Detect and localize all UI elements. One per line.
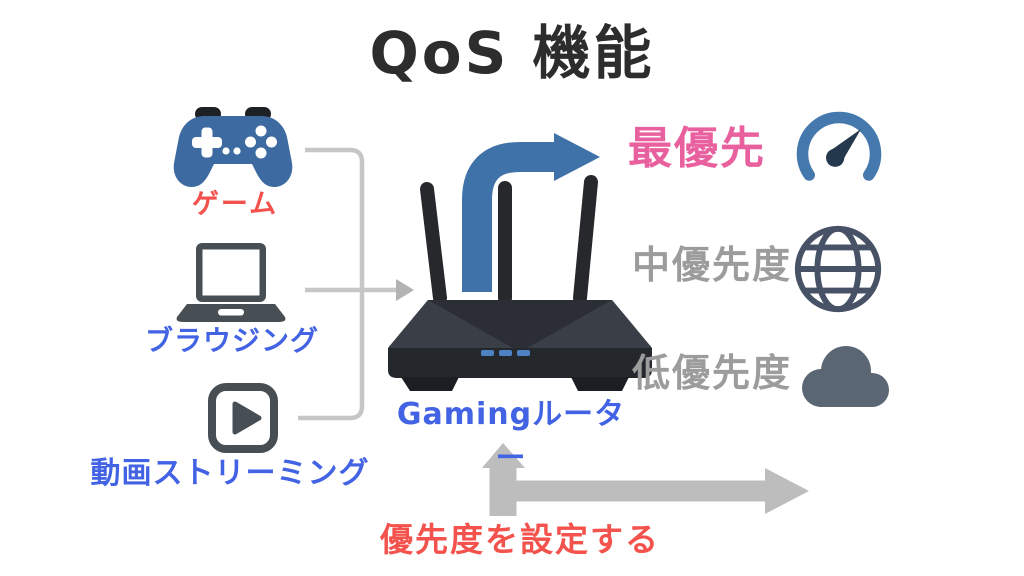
router-label: Gamingルーター: [396, 397, 626, 476]
priority-label-low: 低優先度: [632, 351, 793, 395]
router-led-lights: [481, 350, 530, 356]
gamepad-icon: [173, 104, 293, 196]
axis-up-arrowhead-icon: [482, 443, 525, 468]
source-label-streaming: 動画ストリーミング: [90, 456, 370, 491]
connector-lines: [298, 147, 414, 421]
footer-label: 優先度を設定する: [380, 520, 660, 559]
source-label-browsing: ブラウジング: [144, 324, 319, 357]
priority-label-top: 最優先: [628, 123, 766, 174]
curved-arrow-up-right-icon: [462, 133, 600, 292]
priority-axis-arrows: [482, 443, 809, 516]
cloud-icon: [795, 338, 895, 412]
source-label-game: ゲーム: [191, 189, 279, 220]
page-title: QoS 機能: [369, 19, 655, 87]
video-player-icon: [208, 383, 278, 453]
globe-icon: [789, 220, 887, 318]
laptop-icon: [175, 243, 287, 325]
axis-right-arrowhead-icon: [765, 468, 809, 514]
wifi-router-icon: [388, 175, 652, 391]
priority-label-mid: 中優先度: [632, 243, 793, 287]
connector-arrowhead-icon: [396, 279, 414, 301]
speedometer-icon: [791, 103, 887, 201]
